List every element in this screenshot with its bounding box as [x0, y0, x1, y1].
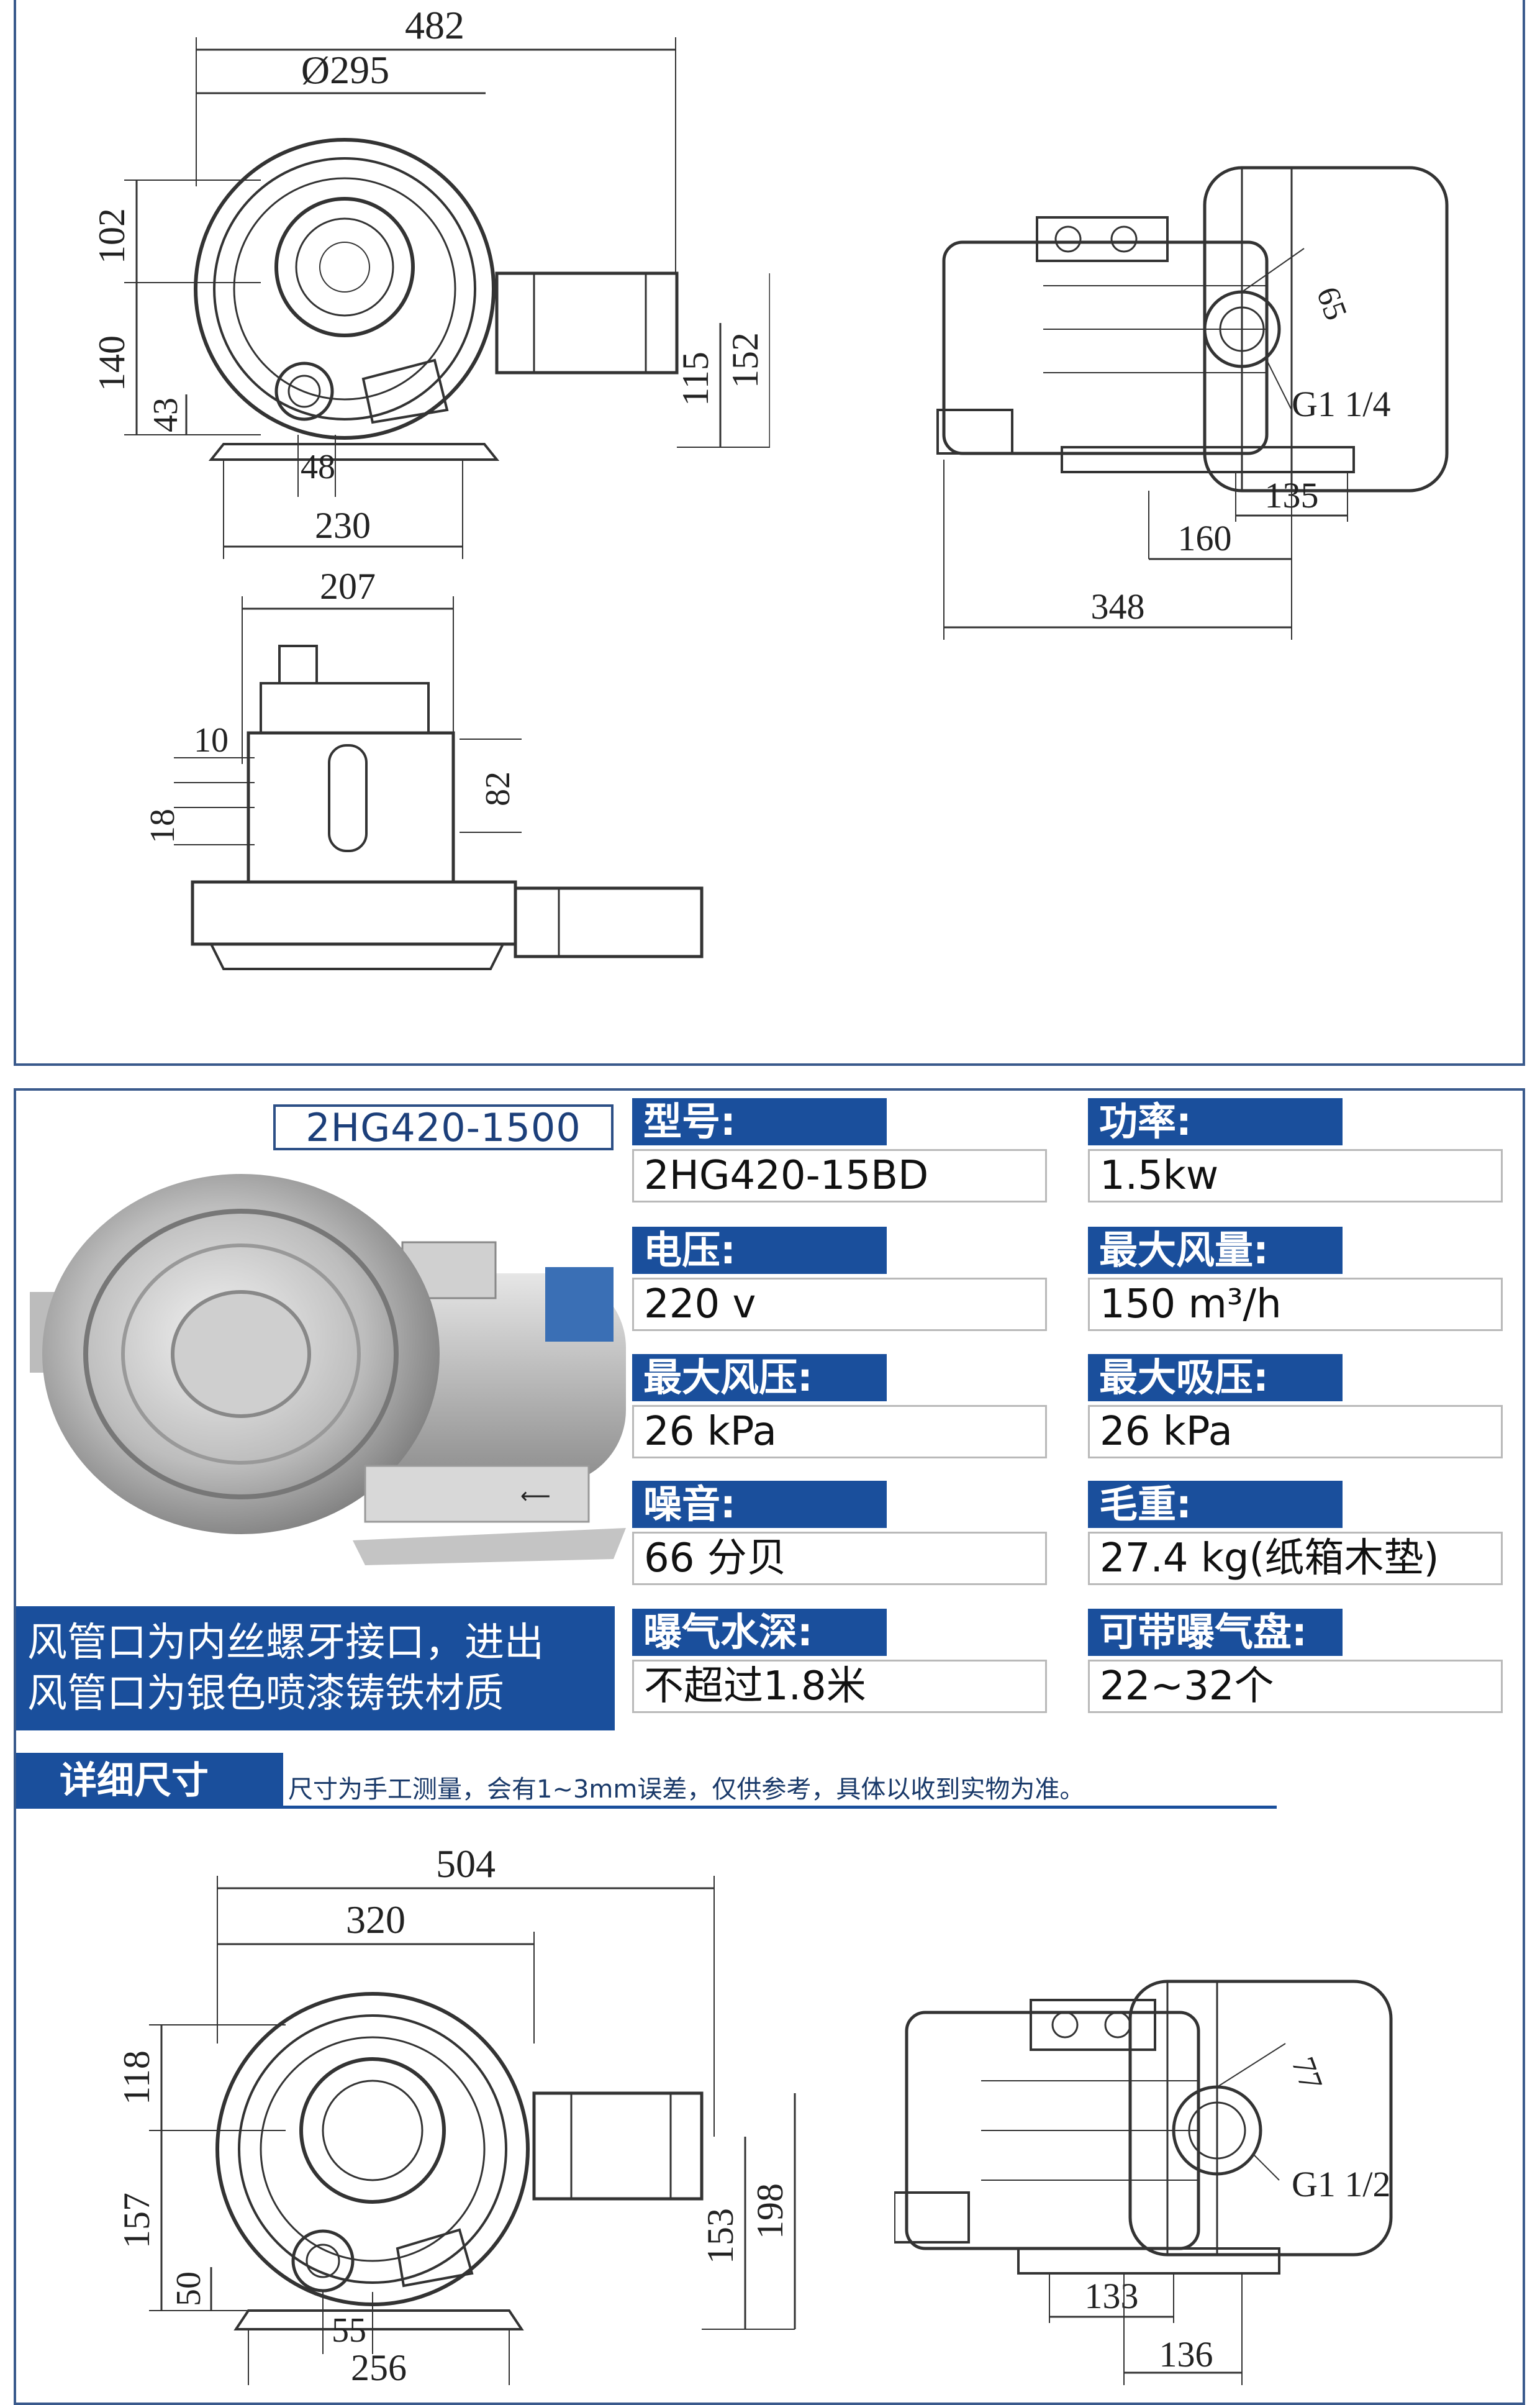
spec-max-pressure-label: 最大风压: — [632, 1354, 887, 1401]
dim-43: 43 — [147, 398, 185, 432]
spec-noise-label: 噪音: — [632, 1481, 887, 1528]
blower-product-photo: ⟵ — [30, 1174, 626, 1565]
dim-65: 65 — [1310, 283, 1354, 325]
spec-gross-weight-label: 毛重: — [1088, 1481, 1343, 1528]
spec-model-value: 2HG420-15BD — [632, 1149, 1047, 1202]
dim-102: 102 — [91, 208, 132, 264]
dim-160: 160 — [1178, 518, 1232, 558]
section-note: 尺寸为手工测量，会有1~3mm误差，仅供参考，具体以收到实物为准。 — [288, 1775, 1085, 1804]
dim-230: 230 — [315, 505, 371, 546]
top-view-drawing-top: 207 10 82 18 — [143, 571, 704, 970]
dim-133: 133 — [1085, 2276, 1139, 2316]
model-tag: 2HG420-1500 — [273, 1104, 614, 1150]
spec-voltage-value: 220 v — [632, 1278, 1047, 1331]
dim-136: 136 — [1159, 2334, 1213, 2375]
material-note-line2: 风管口为银色喷漆铸铁材质 — [27, 1671, 504, 1717]
section-rule — [16, 1806, 1277, 1809]
dim-207: 207 — [320, 571, 376, 607]
thread-g1-1-4: G1 1/4 — [1292, 384, 1391, 424]
side-view-drawing-top: 65 G1 1/4 135 160 348 — [936, 166, 1449, 640]
dim-256: 256 — [351, 2347, 407, 2385]
dim-50: 50 — [170, 2271, 208, 2306]
dim-198: 198 — [750, 2183, 790, 2239]
spec-model-label: 型号: — [632, 1098, 887, 1145]
spec-noise-value: 66 分贝 — [632, 1532, 1047, 1585]
dim-295: Ø295 — [301, 48, 389, 92]
spec-voltage-label: 电压: — [632, 1227, 887, 1274]
spec-aeration-depth-label: 曝气水深: — [632, 1609, 887, 1656]
dim-115: 115 — [675, 352, 716, 406]
spec-power-label: 功率: — [1088, 1098, 1343, 1145]
dim-504: 504 — [436, 1842, 496, 1886]
spec-aeration-depth-value: 不超过1.8米 — [632, 1660, 1047, 1713]
spec-max-suction-value: 26 kPa — [1088, 1405, 1503, 1458]
dim-77: 77 — [1285, 2053, 1329, 2095]
front-view-drawing-top: 482 Ø295 102 140 43 115 152 48 230 — [91, 3, 770, 559]
material-note: 风管口为内丝螺牙接口，进出 风管口为银色喷漆铸铁材质 — [16, 1606, 615, 1730]
dim-157: 157 — [116, 2193, 157, 2248]
dim-48: 48 — [301, 448, 335, 486]
dim-152: 152 — [725, 332, 766, 388]
dim-118: 118 — [116, 2050, 157, 2105]
dim-10: 10 — [194, 721, 229, 760]
side-view-drawing-bottom: 77 G1 1/2 133 136 — [894, 1980, 1393, 2385]
dim-320: 320 — [346, 1898, 405, 1942]
section-header-dimensions: 详细尺寸 尺寸为手工测量，会有1~3mm误差，仅供参考，具体以收到实物为准。 — [16, 1753, 1277, 1809]
spec-aerator-count-label: 可带曝气盘: — [1088, 1609, 1343, 1656]
spec-max-pressure-value: 26 kPa — [632, 1405, 1047, 1458]
spec-aerator-count-value: 22~32个 — [1088, 1660, 1503, 1713]
dim-18: 18 — [143, 809, 182, 843]
spec-gross-weight-value: 27.4 kg(纸箱木垫) — [1088, 1532, 1503, 1585]
front-view-drawing-bottom: 504 320 118 157 50 153 198 55 256 — [116, 1842, 796, 2385]
spec-max-airflow-label: 最大风量: — [1088, 1227, 1343, 1274]
dim-153: 153 — [700, 2208, 741, 2264]
dim-55: 55 — [332, 2311, 366, 2350]
spec-power-value: 1.5kw — [1088, 1149, 1503, 1202]
svg-text:⟵: ⟵ — [520, 1485, 551, 1508]
dim-348: 348 — [1091, 586, 1145, 627]
material-note-line1: 风管口为内丝螺牙接口，进出 — [27, 1620, 544, 1666]
section-title: 详细尺寸 — [16, 1753, 283, 1809]
dim-140: 140 — [91, 335, 132, 391]
thread-g1-1-2: G1 1/2 — [1292, 2164, 1391, 2204]
dim-82: 82 — [479, 771, 517, 806]
dim-482: 482 — [405, 3, 464, 47]
spec-max-suction-label: 最大吸压: — [1088, 1354, 1343, 1401]
spec-max-airflow-value: 150 m³/h — [1088, 1278, 1503, 1331]
top-drawing-frame — [14, 0, 1525, 1066]
